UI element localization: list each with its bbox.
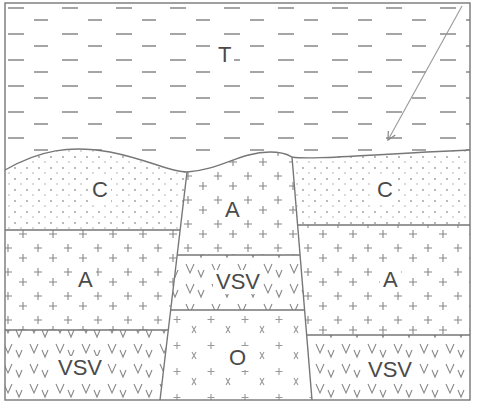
layer-label: VSV bbox=[55, 356, 105, 380]
v-layer bbox=[5, 330, 168, 400]
rock-unit: C bbox=[89, 178, 111, 202]
cross-layer bbox=[5, 230, 180, 330]
rock-unit: A bbox=[380, 268, 401, 292]
layer-label: A bbox=[380, 268, 401, 292]
v-layer bbox=[171, 255, 305, 310]
surface-line bbox=[5, 149, 470, 172]
layer-label: C bbox=[89, 178, 111, 202]
layer-label: VSV bbox=[213, 270, 263, 294]
rock-unit: VSV bbox=[55, 356, 105, 380]
fault-line bbox=[160, 172, 187, 400]
fault-line bbox=[292, 157, 312, 400]
layer-label: T bbox=[215, 43, 234, 67]
stippled-layer bbox=[5, 149, 187, 230]
rock-unit: A bbox=[222, 198, 243, 222]
rock-unit: C bbox=[374, 178, 396, 202]
rock-unit: T bbox=[215, 43, 234, 67]
rock-unit: VSV bbox=[213, 270, 263, 294]
rock-unit: VSV bbox=[365, 358, 415, 382]
pointer-arrow bbox=[388, 6, 462, 140]
frame bbox=[5, 3, 470, 400]
upper-layer bbox=[5, 3, 470, 153]
layer-label: A bbox=[222, 198, 243, 222]
layer-boundary bbox=[5, 225, 470, 335]
layer-label: A bbox=[75, 268, 96, 292]
cross-layer bbox=[298, 225, 470, 335]
stippled-layer bbox=[292, 150, 470, 225]
layer-label: C bbox=[374, 178, 396, 202]
layer-label: VSV bbox=[365, 358, 415, 382]
o-layer bbox=[160, 310, 312, 400]
rock-unit: O bbox=[226, 346, 249, 370]
cross-layer bbox=[177, 152, 300, 255]
layer-label: O bbox=[226, 346, 249, 370]
rock-unit: A bbox=[75, 268, 96, 292]
v-layer bbox=[307, 335, 470, 400]
